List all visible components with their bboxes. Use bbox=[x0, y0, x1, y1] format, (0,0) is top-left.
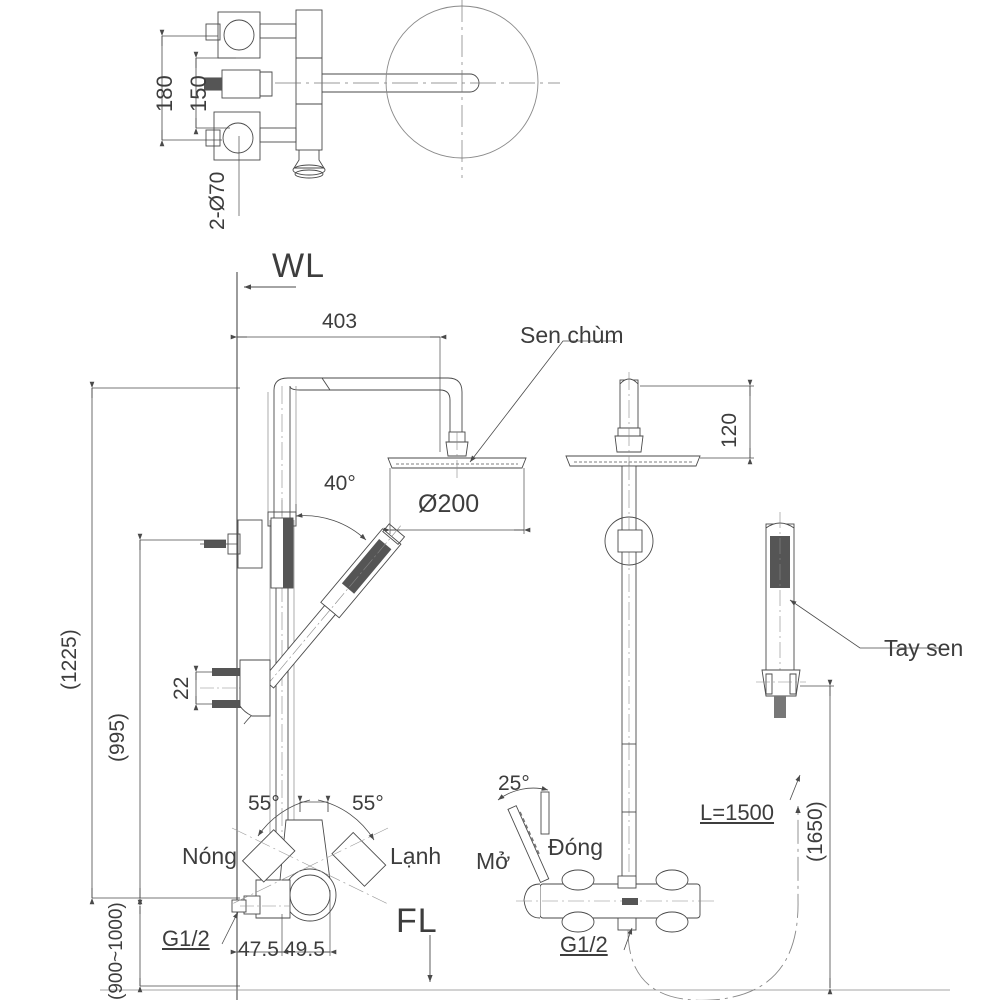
dim-label-d200: Ø200 bbox=[418, 490, 480, 518]
angle-label-25: 25° bbox=[498, 772, 530, 795]
dim-label-49-5: 49.5 bbox=[284, 938, 325, 961]
callout-dong: Đóng bbox=[548, 834, 603, 860]
callout-mo: Mở bbox=[476, 848, 511, 874]
side-view-geometry bbox=[497, 372, 940, 1000]
dim-label-995: (995) bbox=[106, 712, 129, 762]
callout-hose-length: L=1500 bbox=[700, 800, 775, 825]
callout-g12-right: G1/2 bbox=[560, 932, 608, 957]
wall-line-label: WL bbox=[272, 247, 325, 285]
front-view-geometry bbox=[89, 272, 950, 1000]
callout-nong: Nóng bbox=[182, 843, 237, 869]
angle-label-55-right: 55° bbox=[352, 792, 384, 815]
plan-view-geometry bbox=[159, 0, 560, 216]
dim-label-120: 120 bbox=[718, 412, 741, 448]
angle-label-40: 40° bbox=[324, 472, 356, 495]
callout-g12-left: G1/2 bbox=[162, 926, 210, 951]
callout-lanh: Lạnh bbox=[390, 843, 442, 869]
callout-tay-sen: Tay sen bbox=[884, 635, 964, 661]
dim-label-1650: (1650) bbox=[804, 801, 827, 862]
dim-label-1225: (1225) bbox=[58, 629, 81, 690]
dim-label-180: 180 bbox=[152, 75, 177, 112]
floor-line-label: FL bbox=[396, 902, 438, 940]
callout-sen-chum: Sen chùm bbox=[520, 322, 624, 348]
dim-label-22: 22 bbox=[170, 676, 193, 700]
dim-label-2xD70: 2-Ø70 bbox=[206, 171, 229, 230]
dim-label-150: 150 bbox=[186, 75, 211, 112]
dim-label-47-5: 47.5 bbox=[238, 938, 279, 961]
angle-label-55-left: 55° bbox=[248, 792, 280, 815]
dim-label-900-1000: (900~1000) bbox=[106, 902, 127, 1000]
dim-label-403: 403 bbox=[322, 310, 358, 333]
